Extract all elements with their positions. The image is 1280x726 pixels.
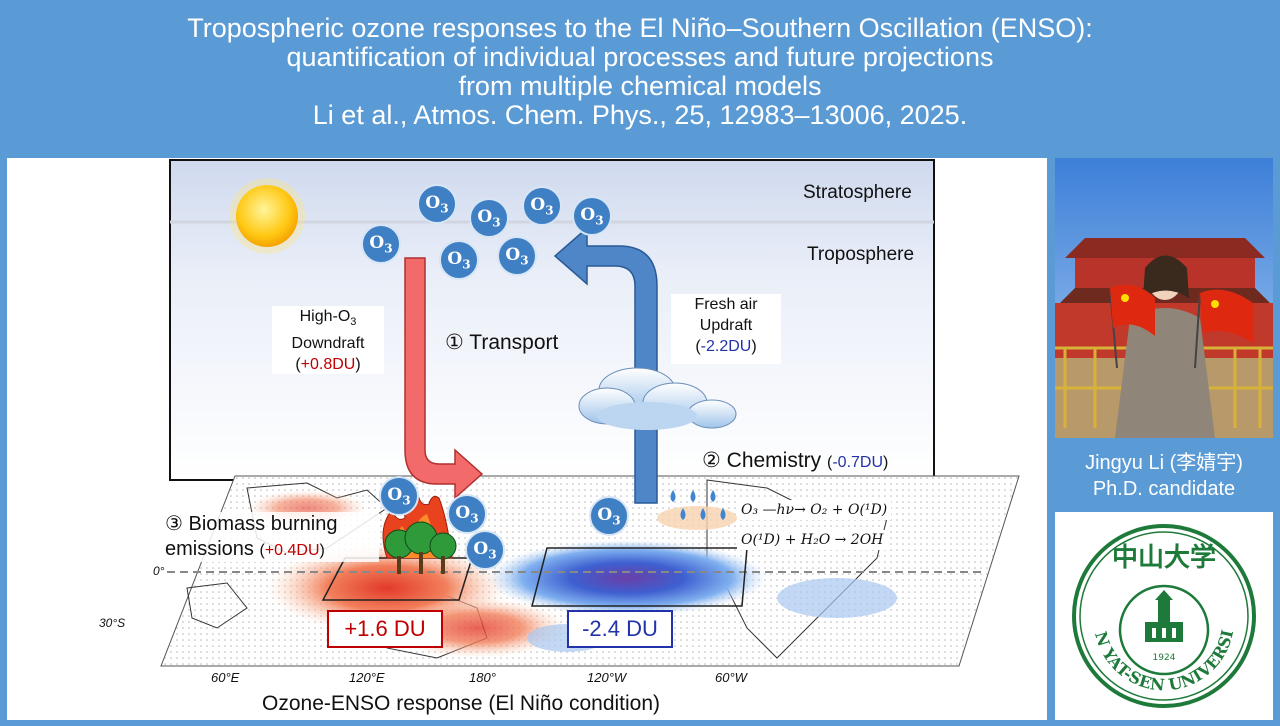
equation-oh-formation: O(¹D) + H₂O → 2OH [737,530,888,550]
value-west-pacific: +1.6 DU [327,610,443,648]
citation: Li et al., Atmos. Chem. Phys., 25, 12983… [312,100,968,130]
lon-tick: 120°E [349,670,385,685]
header: Tropospheric ozone responses to the El N… [0,0,1280,158]
ozone-bubble: O3 [465,530,505,570]
ozone-bubble: O3 [417,184,457,224]
transport-label: ① Transport [445,331,559,354]
lat-label-30s: 30°S [99,616,126,630]
troposphere-label: Troposphere [807,244,915,265]
lon-tick: 60°E [211,670,240,685]
seal-icon: 1924 中山大学 SUN YAT-SEN UNIVERSITY [1048,497,1256,708]
title-line-1: Tropospheric ozone responses to the El N… [187,13,1093,43]
rain-icon [670,490,726,520]
downdraft-value: +0.8DU [300,356,356,374]
ozone-bubble: O3 [361,224,401,264]
diagram-caption: Ozone-ENSO response (El Niño condition) [262,692,661,715]
ozone-bubble: O3 [589,496,629,536]
diagram-panel: O3 O3 O3 O3 O3 O3 O3 O3 O3 O3 O3 Stratos… [7,158,1047,720]
lat-label-0: 0° [153,564,165,578]
title-line-3: from multiple chemical models [458,71,822,101]
logo-chinese-name: 中山大学 [1112,542,1216,573]
ozone-bubble: O3 [497,236,537,276]
author-photo [1055,158,1273,438]
updraft-value: -2.2DU [700,338,752,355]
university-logo: 1924 中山大学 SUN YAT-SEN UNIVERSITY [1048,497,1273,720]
author-name: Jingyu Li (李婧宇) [1085,452,1243,474]
lon-tick: 120°W [587,670,627,685]
downdraft-label: High-O3 Downdraft (+0.8DU) [272,306,384,374]
ozone-bubble: O3 [522,186,562,226]
ozone-bubble: O3 [572,196,612,236]
stratosphere-label: Stratosphere [803,182,912,203]
chemistry-label: ② Chemistry (-0.7DU) [702,449,889,472]
logo-year: 1924 [1153,653,1176,663]
ozone-bubble: O3 [469,198,509,238]
lon-tick: 180° [469,670,496,685]
downdraft-arrow [404,257,484,500]
updraft-label: Fresh air Updraft (-2.2DU) [671,294,781,364]
trees-icon [384,521,457,574]
title-line-2: quantification of individual processes a… [286,42,994,72]
ozone-bubble: O3 [447,494,487,534]
ozone-bubble: O3 [439,240,479,280]
chemistry-value: -0.7DU [832,454,884,471]
sun-icon [229,178,305,254]
lon-tick: 60°W [715,670,747,685]
biomass-label: ③ Biomass burning emissions (+0.4DU) [165,512,379,562]
biomass-value: +0.4DU [264,542,320,559]
ozone-bubble: O3 [379,476,419,516]
cloud-icon [578,367,737,430]
author-title: Ph.D. candidate [1092,478,1236,500]
equation-photolysis: O₃ —hν→ O₂ + O(¹D) [737,500,892,520]
value-east-pacific: -2.4 DU [567,610,673,648]
author-info: Jingyu Li (李婧宇) Ph.D. candidate [1055,446,1273,512]
